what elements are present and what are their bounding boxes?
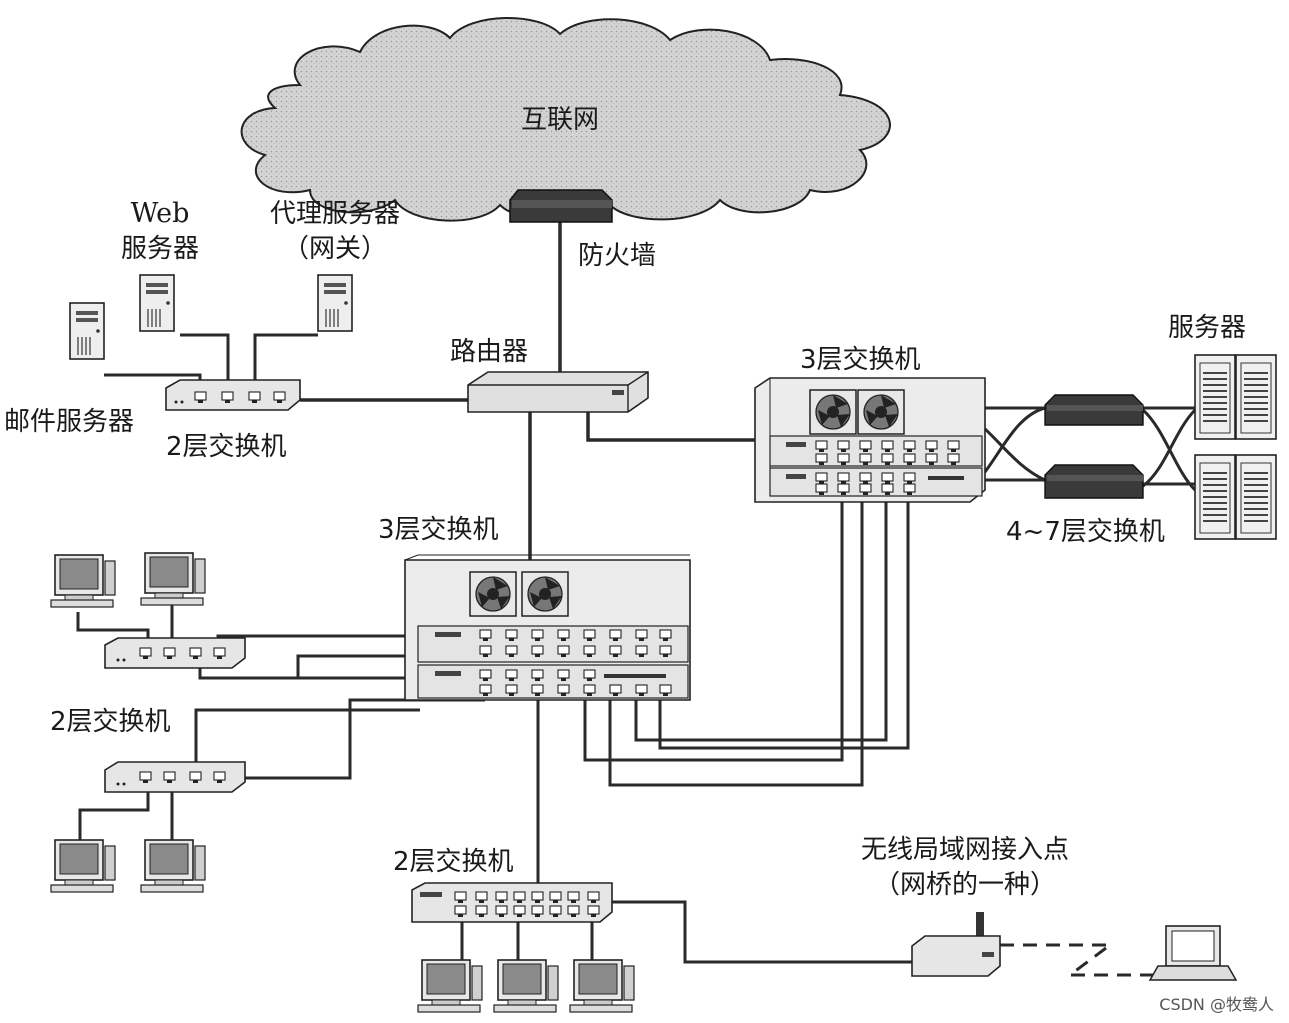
- desktop-pc-icon: [493, 959, 559, 1013]
- l2-switch-top: 2层交换机: [165, 379, 301, 462]
- desktop-pc-icon: [569, 959, 635, 1013]
- rack-server-icon: [1235, 354, 1277, 440]
- l47-switch-label: 4~7层交换机: [1006, 517, 1165, 547]
- router: 路由器: [450, 337, 649, 413]
- cloud-icon: [240, 17, 891, 222]
- l2-switch-bottom: 2层交换机: [393, 847, 613, 923]
- desktop-pc-icon: [50, 839, 116, 893]
- web-server: Web 服务器: [121, 198, 199, 332]
- switch-icon: [404, 554, 691, 701]
- l2-switch-top-label: 2层交换机: [166, 432, 287, 462]
- firewall-icon: [509, 189, 613, 223]
- l3-switch-right-label: 3层交换机: [800, 345, 921, 375]
- pcs-bottom: [417, 959, 635, 1013]
- switch-icon: [754, 377, 986, 503]
- internet-label: 互联网: [521, 105, 599, 135]
- switch-icon: [104, 637, 246, 669]
- desktop-pc-icon: [140, 839, 206, 893]
- l2-switch-left-top: [104, 637, 246, 669]
- desktop-pc-icon: [50, 554, 116, 608]
- switch-icon: [165, 379, 301, 411]
- desktop-pc-icon: [417, 959, 483, 1013]
- server-tower-icon: [317, 274, 353, 332]
- l2-switch-bottom-label: 2层交换机: [393, 847, 514, 877]
- desktop-pc-icon: [140, 552, 206, 606]
- wlan-ap-label-1: 无线局域网接入点: [861, 835, 1069, 865]
- switch-icon: [104, 761, 246, 793]
- server-tower-icon: [139, 274, 175, 332]
- rack-server-icon: [1194, 354, 1236, 440]
- web-server-label-1: Web: [131, 198, 190, 229]
- wireless-ap-icon: [911, 912, 1001, 977]
- laptop-icon: [1148, 925, 1238, 981]
- router-icon: [467, 371, 649, 413]
- l2-switch-left: 2层交换机: [50, 707, 246, 793]
- laptop: [1148, 925, 1238, 981]
- firewall-label: 防火墙: [578, 241, 656, 271]
- internet-cloud: 互联网: [240, 17, 891, 222]
- switch-icon: [411, 882, 613, 923]
- router-label: 路由器: [450, 337, 528, 367]
- rack-server-icon: [1194, 454, 1236, 540]
- l3-switch-center-label: 3层交换机: [378, 515, 499, 545]
- server-tower-icon: [69, 302, 105, 360]
- mail-server-label: 邮件服务器: [4, 407, 134, 437]
- switch-icon: [1044, 394, 1144, 499]
- l3-switch-right: 3层交换机: [754, 345, 986, 503]
- mail-server: 邮件服务器: [4, 302, 134, 437]
- server-racks: 服务器: [1168, 313, 1277, 540]
- proxy-server: 代理服务器 （网关）: [270, 199, 400, 332]
- l3-switch-center: 3层交换机: [378, 515, 691, 701]
- l2-switch-left-label: 2层交换机: [50, 707, 171, 737]
- firewall: 防火墙: [509, 189, 656, 271]
- cables: [76, 222, 1197, 977]
- proxy-label-1: 代理服务器: [270, 199, 400, 229]
- proxy-label-2: （网关）: [283, 234, 387, 264]
- watermark: CSDN @牧鸯人: [1159, 995, 1274, 1014]
- l47-switches: 4~7层交换机: [1006, 394, 1165, 547]
- rack-server-icon: [1235, 454, 1277, 540]
- wireless-ap: 无线局域网接入点 （网桥的一种）: [861, 835, 1069, 977]
- servers-label: 服务器: [1168, 313, 1246, 343]
- web-server-label-2: 服务器: [121, 234, 199, 264]
- wlan-ap-label-2: （网桥的一种）: [874, 870, 1056, 900]
